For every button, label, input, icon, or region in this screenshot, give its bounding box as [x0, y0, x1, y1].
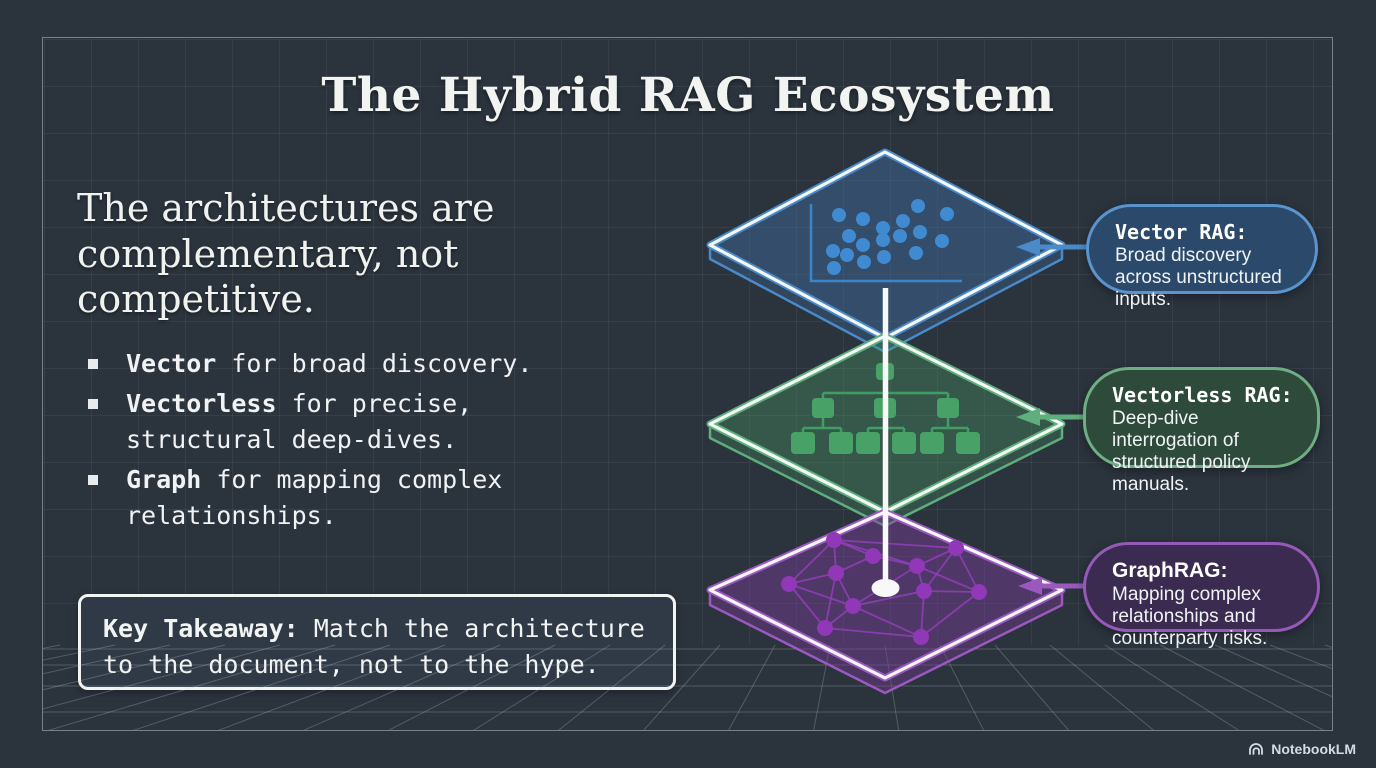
page-title: The Hybrid RAG Ecosystem [321, 68, 1055, 123]
headline-text: The architectures are complementary, not… [77, 186, 495, 322]
callout-title: GraphRAG: [1112, 559, 1228, 582]
bullet-term: Vector [126, 349, 217, 378]
square-bullet-icon [88, 474, 98, 485]
bullet-text: for precise, structural deep-dives. [126, 388, 473, 455]
vector-callout-arrow [1016, 238, 1090, 256]
key-takeaway-box: Key Takeaway: Match the architecture to … [78, 594, 676, 690]
callout-title: Vectorless RAG: [1112, 383, 1293, 407]
vectorless-callout-arrow [1016, 408, 1087, 426]
notebooklm-icon [1249, 743, 1264, 755]
callout-body: Deep-dive interrogation of structured po… [1112, 408, 1251, 496]
floor-grid [43, 644, 1332, 730]
bullet-list: Vector for broad discovery. Vectorless f… [80, 346, 600, 538]
takeaway-text: Match the architecture to the document, … [103, 614, 645, 679]
takeaway-label: Key Takeaway: [103, 614, 299, 643]
brand-mark: NotebookLM [1248, 741, 1356, 757]
network-graph-icon [781, 532, 987, 645]
vector-rag-callout: Vector RAG: Broad discovery across unstr… [1086, 204, 1318, 310]
stack-axis-line [871, 288, 900, 597]
graph-callout-arrow [1018, 577, 1087, 595]
vectorless-rag-callout: Vectorless RAG: Deep-dive interrogation … [1083, 367, 1320, 495]
scatter-plot-icon [809, 199, 962, 283]
tree-diagram-icon [791, 363, 980, 454]
outer-frame [42, 37, 1333, 731]
square-bullet-icon [88, 398, 98, 409]
list-item: Vector for broad discovery. [80, 346, 600, 383]
bullet-term: Graph [126, 464, 202, 494]
bullet-text: for mapping complex relationships. [126, 464, 503, 531]
callout-body: Broad discovery across unstructured inpu… [1115, 245, 1282, 311]
square-bullet-icon [88, 359, 98, 369]
list-item: Graph for mapping complex relationships. [80, 462, 600, 535]
graphrag-callout: GraphRAG: Mapping complex relationships … [1083, 542, 1320, 649]
bullet-text: for broad discovery. [216, 349, 533, 378]
bullet-term: Vectorless [126, 388, 277, 418]
callout-title: Vector RAG: [1115, 220, 1248, 244]
brand-label: NotebookLM [1271, 741, 1356, 757]
callout-body: Mapping complex relationships and counte… [1112, 584, 1268, 650]
list-item: Vectorless for precise, structural deep-… [80, 386, 600, 459]
